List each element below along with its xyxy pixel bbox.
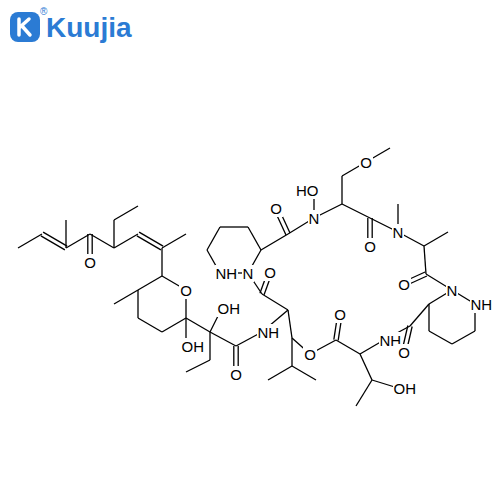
atom-label: OH <box>393 380 418 397</box>
bond-line <box>220 226 248 227</box>
bond-line <box>452 331 475 344</box>
logo-k-mark <box>19 19 30 35</box>
atom-label: O <box>179 282 193 299</box>
atom-label: N <box>446 282 459 299</box>
bond-line <box>342 204 370 218</box>
bond-line <box>162 234 186 248</box>
watermark-logo-text: Kuujia <box>46 12 132 44</box>
bond-line <box>429 331 452 344</box>
bond-line <box>207 227 220 250</box>
bond-line <box>114 290 138 304</box>
bond-line <box>341 176 342 204</box>
atom-label: N <box>392 224 405 241</box>
bond-line <box>248 227 261 250</box>
bond-line <box>137 236 161 250</box>
atom-label: N <box>242 265 255 282</box>
bond-line <box>356 380 372 406</box>
bond-line <box>261 234 288 250</box>
atom-label: O <box>363 238 377 255</box>
registered-mark: ® <box>40 6 47 17</box>
atom-label: N <box>308 210 321 227</box>
bond-line <box>138 276 162 290</box>
atom-label: O <box>359 154 373 171</box>
atom-label: OH <box>217 300 242 317</box>
atom-label: NH <box>470 296 494 313</box>
bond-line <box>162 318 186 332</box>
bond-line <box>66 234 90 248</box>
bond-line <box>291 338 292 366</box>
bond-line <box>360 354 372 380</box>
atom-label: O <box>229 366 243 383</box>
bond-line <box>18 234 42 248</box>
bond-line <box>114 206 138 220</box>
bond-line <box>336 340 360 354</box>
atom-label: O <box>397 344 411 361</box>
bond-line <box>424 246 426 274</box>
bond-line <box>161 248 162 276</box>
bond-line <box>262 294 288 310</box>
atom-label: O <box>333 306 347 323</box>
bond-line <box>114 234 138 248</box>
bond-line <box>210 332 236 346</box>
bond-line <box>410 304 429 326</box>
bond-line <box>113 220 114 248</box>
atom-label: O <box>269 200 283 217</box>
atom-label: NH <box>257 324 281 341</box>
bond-line <box>288 310 292 338</box>
atom-label: OH <box>181 338 206 355</box>
bond-line <box>137 290 138 318</box>
bond-line <box>65 220 66 248</box>
atom-label: O <box>83 254 97 271</box>
atom-label: NH <box>215 265 239 282</box>
bond-line <box>90 234 114 248</box>
bond-line <box>186 360 210 372</box>
bond-line <box>268 366 292 380</box>
bond-line <box>138 318 162 332</box>
bond-line <box>424 232 448 246</box>
atom-label: O <box>263 264 277 281</box>
bond-line <box>428 304 429 331</box>
atom-label: O <box>303 346 317 363</box>
logo-badge <box>10 12 40 42</box>
atom-label: HO <box>295 182 320 199</box>
bond-line <box>41 236 65 250</box>
bond-line <box>186 318 210 332</box>
atom-label: O <box>397 276 411 293</box>
bond-line <box>292 366 316 380</box>
bond-line <box>209 332 210 360</box>
